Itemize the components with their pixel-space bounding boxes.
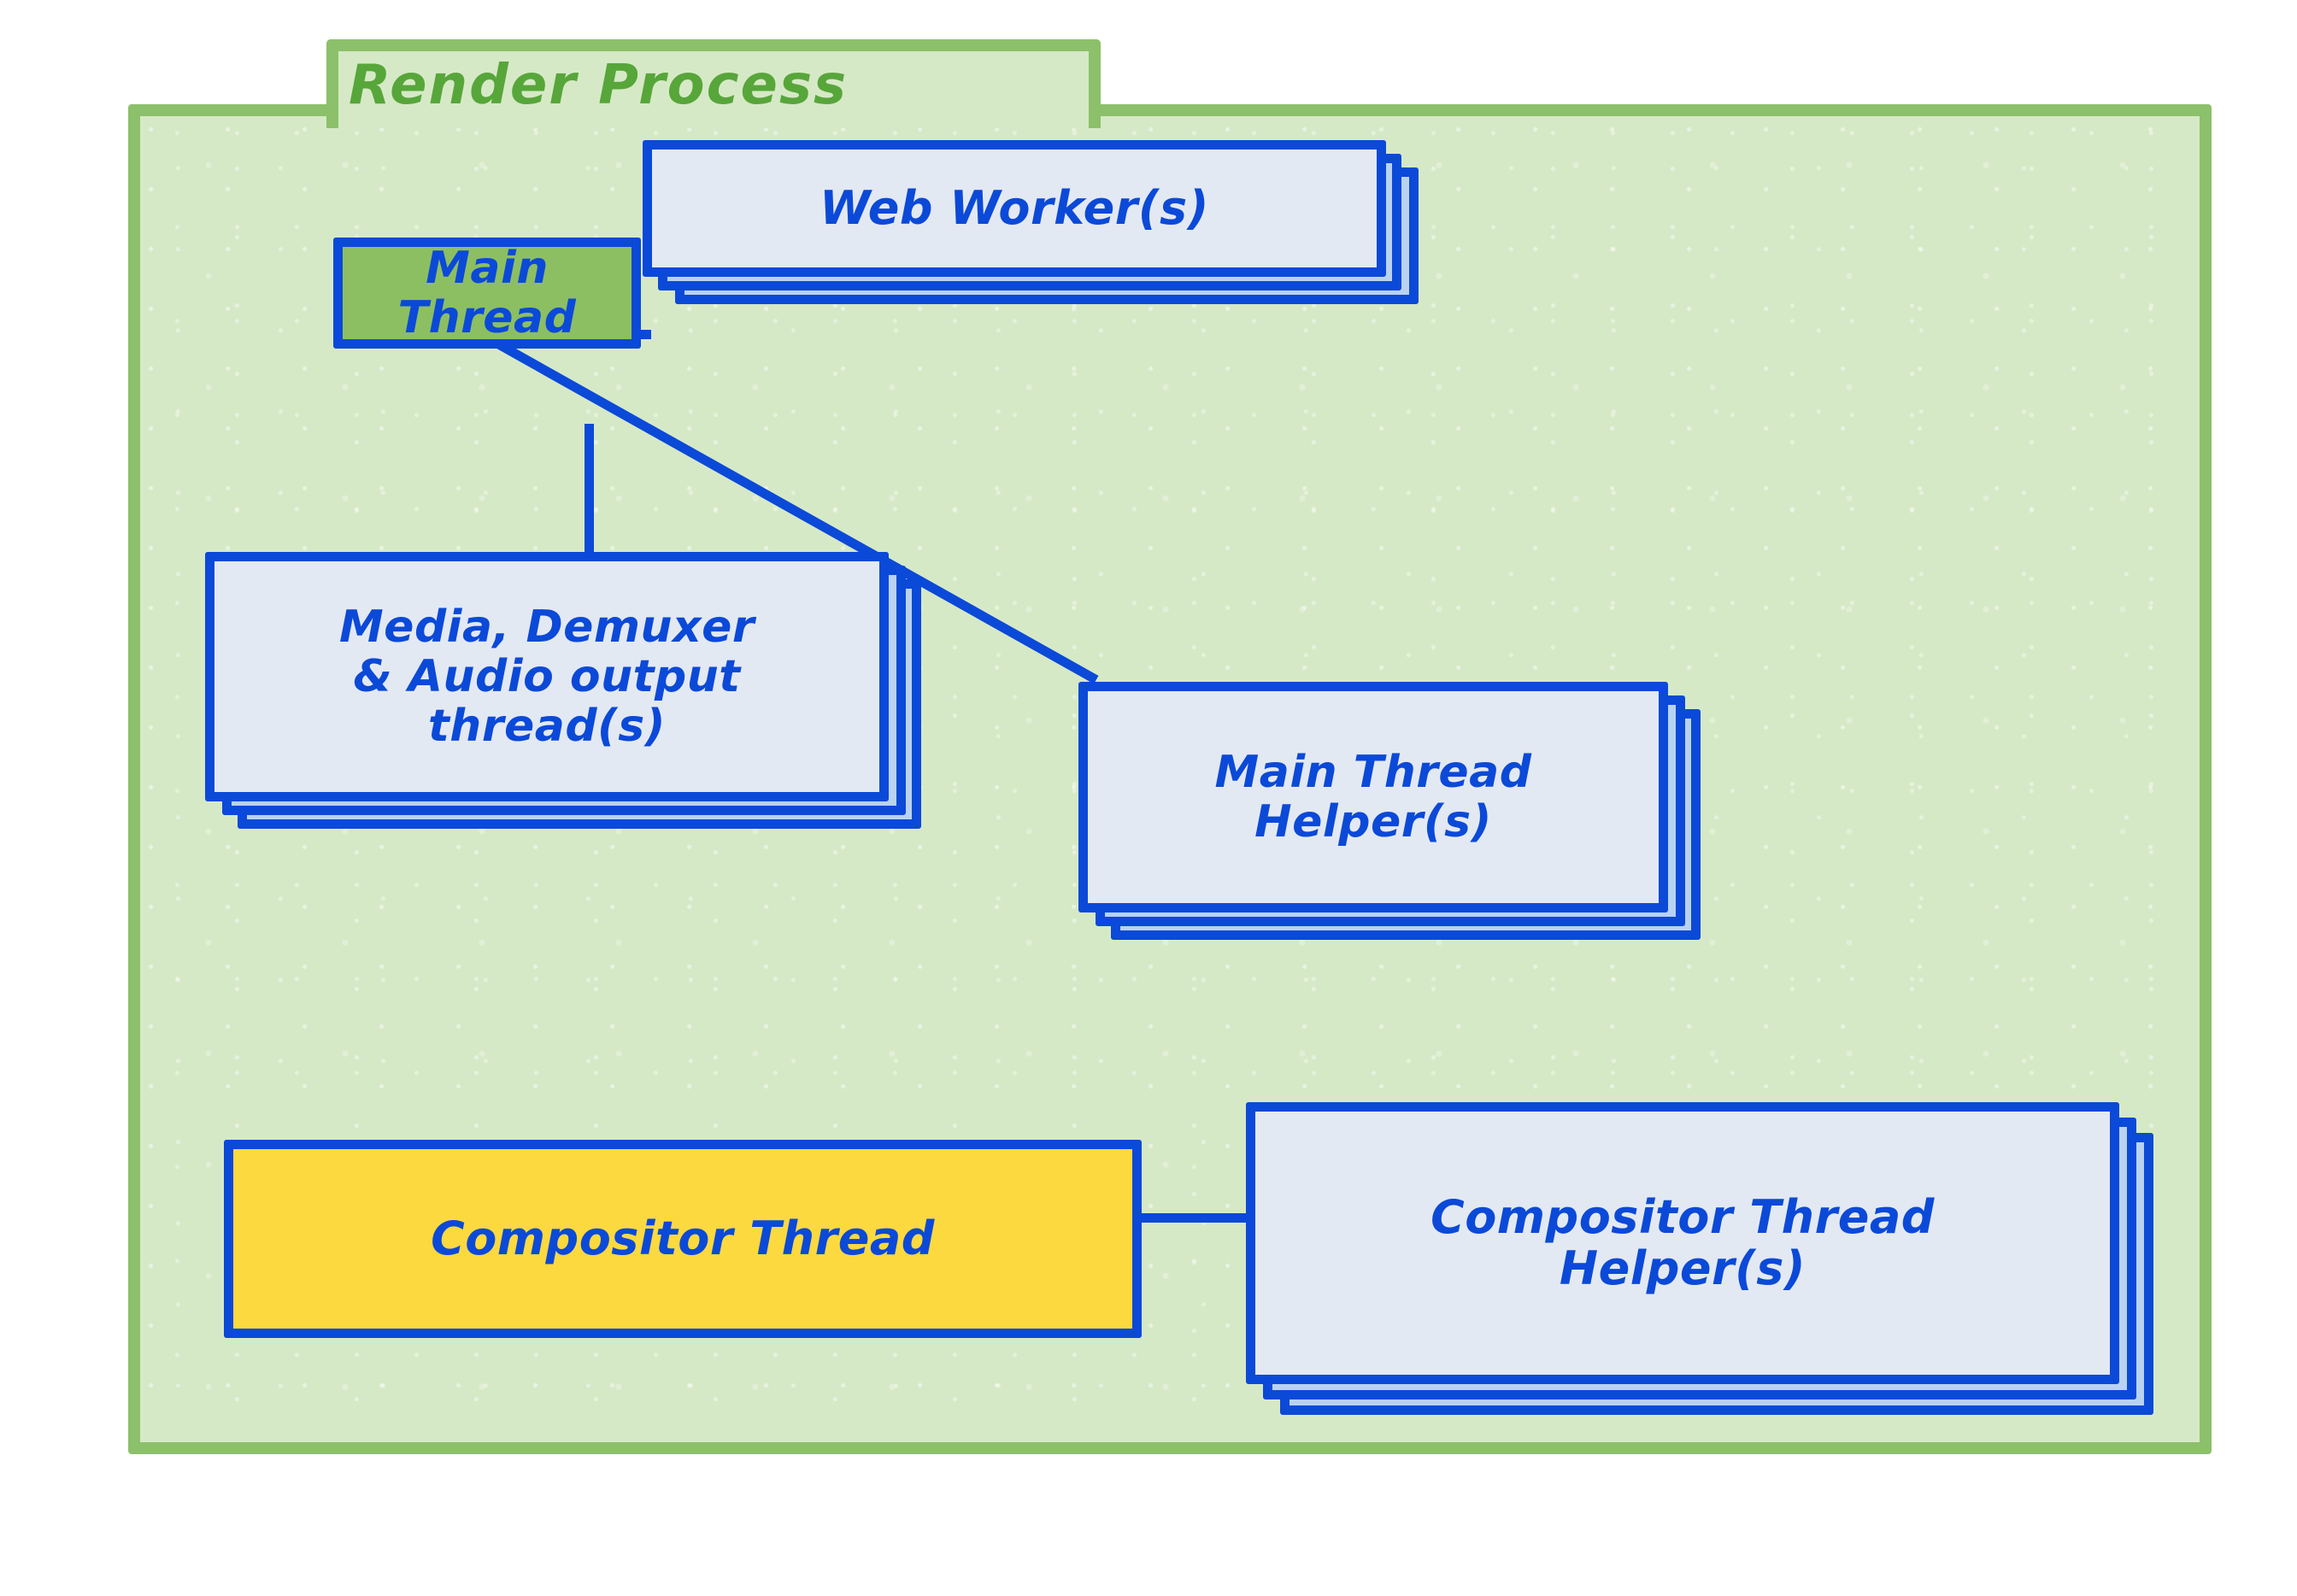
node-mth-line-2: Helper(s): [1254, 796, 1492, 848]
node-main-thread[interactable]: Main Thread: [333, 238, 641, 349]
node-compositor-thread[interactable]: Compositor Thread: [224, 1140, 1142, 1338]
node-main-thread-helper[interactable]: Main Thread Helper(s): [1078, 682, 1668, 912]
process-title-tab: [326, 39, 1101, 128]
node-media-line-3: thread(s): [427, 701, 667, 753]
node-media-line-1: Media, Demuxer: [338, 601, 755, 653]
connector-main-thread-to-media-thread: [585, 424, 594, 554]
node-compositor-thread-helper[interactable]: Compositor Thread Helper(s): [1246, 1102, 2119, 1384]
node-media-demuxer-audio-label: Media, Demuxer & Audio output thread(s): [327, 602, 767, 752]
page-title: Render Process: [349, 54, 849, 117]
node-compositor-thread-helper-label: Compositor Thread Helper(s): [1419, 1189, 1947, 1295]
node-compositor-thread-label: Compositor Thread: [431, 1211, 935, 1265]
render-process-container: Render Process Main Thread Web Worker(s)…: [128, 39, 2212, 1454]
node-main-thread-label: Main Thread: [397, 242, 577, 343]
node-web-worker[interactable]: Web Worker(s): [643, 140, 1386, 277]
node-web-worker-label: Web Worker(s): [820, 180, 1209, 235]
node-main-thread-helper-label: Main Thread Helper(s): [1203, 748, 1544, 847]
node-mth-line-1: Main Thread: [1214, 746, 1532, 798]
connector-compositor-thread-to-helper: [1137, 1213, 1248, 1223]
node-media-line-2: & Audio output: [353, 650, 741, 702]
node-media-demuxer-audio[interactable]: Media, Demuxer & Audio output thread(s): [205, 552, 889, 801]
node-cth-line-2: Helper(s): [1559, 1241, 1806, 1295]
node-cth-line-1: Compositor Thread: [1430, 1189, 1935, 1244]
